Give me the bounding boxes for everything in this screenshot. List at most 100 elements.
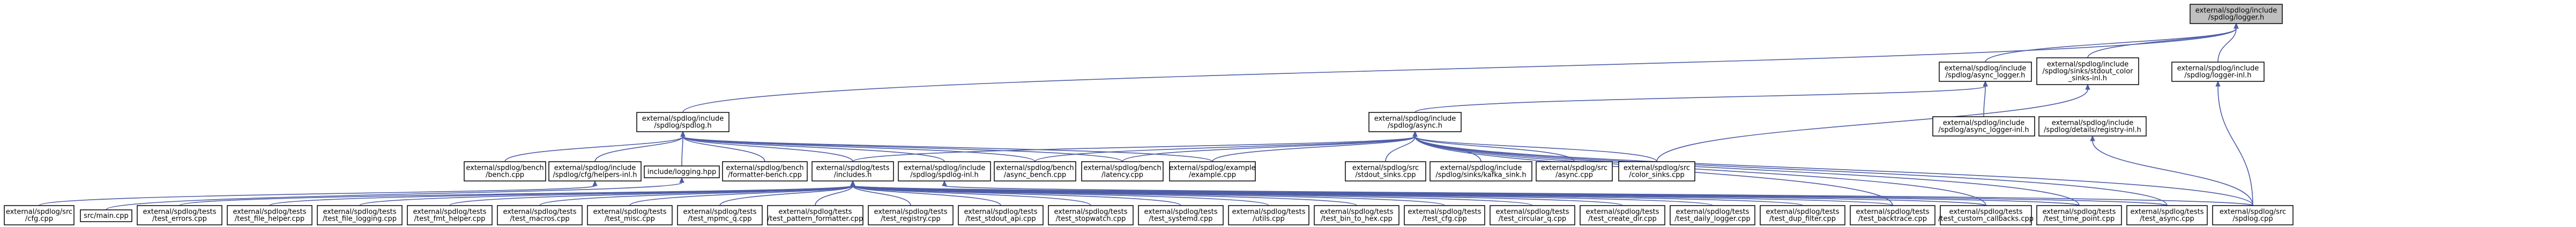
node-logging-hpp[interactable]: include/logging.hpp <box>644 165 720 178</box>
edge-async_logger_h-to-logger_h <box>1985 22 2239 63</box>
edge-async_h-to-async_logger_h <box>1414 80 1988 113</box>
edge-spdlog_cpp-to-async_h <box>1412 131 2253 206</box>
node-test-pattern-formatter[interactable]: external/spdlog/tests/test_pattern_forma… <box>767 205 863 225</box>
node-label-line: external/spdlog/include <box>1943 119 2024 127</box>
node-label-line: /test_custom_callbacks.cpp <box>1938 215 2034 223</box>
node-label-line: external/spdlog/tests <box>1144 208 1217 216</box>
node-test-circular-q[interactable]: external/spdlog/tests/test_circular_q.cp… <box>1490 205 1575 225</box>
node-label-line: external/spdlog/tests <box>1676 208 1749 216</box>
node-label-line: /test_async.cpp <box>2140 215 2194 223</box>
node-test-cfg[interactable]: external/spdlog/tests/test_cfg.cpp <box>1404 205 1485 225</box>
node-fmt-helpers-h[interactable]: external/spdlog/include/spdlog/cfg/helpe… <box>548 161 642 181</box>
node-label-line: external/spdlog/include <box>2052 119 2133 127</box>
node-label-line: /test_misc.cpp <box>605 215 655 223</box>
node-label-line: external/spdlog/include <box>2195 7 2277 15</box>
node-bench-cpp[interactable]: external/spdlog/bench/bench.cpp <box>464 161 546 181</box>
node-label-line: external/spdlog/tests <box>683 208 756 216</box>
node-test-mpmc-q[interactable]: external/spdlog/tests/test_mpmc_q.cpp <box>677 205 763 225</box>
node-registry-inl-h[interactable]: external/spdlog/include/spdlog/details/r… <box>2038 116 2147 137</box>
node-label-line: /test_registry.cpp <box>881 215 941 223</box>
node-async-cpp[interactable]: external/spdlog/src/async.cpp <box>1536 161 1613 181</box>
node-label-line: /test_create_dir.cpp <box>1588 215 1656 223</box>
edge-bench_cpp-to-spdlog_h <box>504 131 686 162</box>
node-label-line: external/spdlog/tests <box>778 208 852 216</box>
node-async-logger-inl-h[interactable]: external/spdlog/include/spdlog/async_log… <box>1932 116 2035 137</box>
node-label-line: /spdlog/logger.h <box>2208 14 2264 22</box>
node-label-line: external/spdlog/tests <box>413 208 486 216</box>
node-label-line: /spdlog/spdlog.h <box>654 122 711 130</box>
edge-test_async-to-includes_h <box>850 180 2168 206</box>
node-stdout-sinks-cpp[interactable]: external/spdlog/src/stdout_sinks.cpp <box>1345 161 1426 181</box>
node-label-line: external/spdlog/tests <box>323 208 396 216</box>
node-label-line: /spdlog/details/registry-inl.h <box>2044 126 2141 134</box>
node-label-line: /spdlog/async_logger-inl.h <box>1938 126 2029 134</box>
node-spdlog-h[interactable]: external/spdlog/include/spdlog/spdlog.h <box>636 112 729 132</box>
node-example-cpp[interactable]: external/spdlog/example/example.cpp <box>1169 161 1256 181</box>
node-test-stdout-api[interactable]: external/spdlog/tests/test_stdout_api.cp… <box>958 205 1044 225</box>
edge-stdout_sinks_cpp-to-async_h <box>1385 131 1418 162</box>
node-test-fmt-helper[interactable]: external/spdlog/tests/test_fmt_helper.cp… <box>407 205 493 225</box>
node-label-line: /spdlog/cfg/helpers-inl.h <box>553 171 637 179</box>
node-label-line: /test_fmt_helper.cpp <box>414 215 486 223</box>
node-test-macros[interactable]: external/spdlog/tests/test_macros.cpp <box>497 205 583 225</box>
node-label-line: external/spdlog/tests <box>143 208 216 216</box>
node-test-async[interactable]: external/spdlog/tests/test_async.cpp <box>2126 205 2208 225</box>
edge-color_sinks_cpp-to-stdout_color_sinks_h <box>1656 84 2090 162</box>
node-async-h[interactable]: external/spdlog/include/spdlog/async.h <box>1368 112 1462 132</box>
node-label-line: /test_file_logging.cpp <box>323 215 397 223</box>
edge-async_bench-to-spdlog_h <box>680 131 1036 162</box>
node-label-line: /bench.cpp <box>486 171 524 179</box>
node-test-file-logging[interactable]: external/spdlog/tests/test_file_logging.… <box>317 205 403 225</box>
node-cfg-cpp[interactable]: external/spdlog/src/cfg.cpp <box>4 205 75 225</box>
node-utils-cpp[interactable]: external/spdlog/tests/utils.cpp <box>1228 205 1309 225</box>
node-stdout-color-sinks-h[interactable]: external/spdlog/include/spdlog/sinks/std… <box>2036 57 2139 85</box>
node-label-line: /test_file_helper.cpp <box>235 215 304 223</box>
node-test-stopwatch[interactable]: external/spdlog/tests/test_stopwatch.cpp <box>1048 205 1134 225</box>
node-logger-inl-h[interactable]: external/spdlog/include/spdlog/logger-in… <box>2171 62 2265 82</box>
edge-cfg_cpp-to-fmt_helpers_h <box>39 180 598 206</box>
node-label-line: /spdlog/sinks/stdout_color <box>2042 67 2133 75</box>
node-test-systemd[interactable]: external/spdlog/tests/test_systemd.cpp <box>1138 205 1224 225</box>
node-label-line: external/spdlog/src <box>2220 208 2286 216</box>
node-test-daily-logger[interactable]: external/spdlog/tests/test_daily_logger.… <box>1670 205 1755 225</box>
node-test-registry[interactable]: external/spdlog/tests/test_registry.cpp <box>868 205 954 225</box>
node-main-cpp[interactable]: src/main.cpp <box>80 209 132 222</box>
node-test-bin-to-hex[interactable]: external/spdlog/tests/test_bin_to_hex.cp… <box>1314 205 1399 225</box>
edge-stdout_color_sinks_h-to-logger_h <box>2087 22 2239 58</box>
node-label-line: external/spdlog/include <box>2177 65 2259 73</box>
node-label-line: external/spdlog/bench <box>996 164 1074 172</box>
node-test-custom-callbacks[interactable]: external/spdlog/tests/test_custom_callba… <box>1938 205 2034 225</box>
node-label-line: /stdout_sinks.cpp <box>1355 171 1416 179</box>
node-test-time-point[interactable]: external/spdlog/tests/test_time_point.cp… <box>2036 205 2122 225</box>
node-label-line: _sinks-inl.h <box>2068 74 2107 82</box>
node-test-backtrace[interactable]: external/spdlog/tests/test_backtrace.cpp <box>1850 205 1935 225</box>
node-test-misc[interactable]: external/spdlog/tests/test_misc.cpp <box>587 205 673 225</box>
node-label-line: external/spdlog/tests <box>1495 208 1569 216</box>
node-formatter-bench[interactable]: external/spdlog/bench/formatter-bench.cp… <box>722 161 808 181</box>
node-label-line: src/main.cpp <box>84 212 129 220</box>
node-label-line: external/spdlog/tests <box>1949 208 2022 216</box>
node-test-create-dir[interactable]: external/spdlog/tests/test_create_dir.cp… <box>1580 205 1665 225</box>
node-spdlog-inl-h[interactable]: external/spdlog/include/spdlog/spdlog-in… <box>898 161 991 181</box>
node-test-file-helper[interactable]: external/spdlog/tests/test_file_helper.c… <box>227 205 312 225</box>
node-test-errors[interactable]: external/spdlog/tests/test_errors.cpp <box>137 205 222 225</box>
edge-test_mpmc_q-to-includes_h <box>719 180 855 206</box>
node-label-line: /test_daily_logger.cpp <box>1674 215 1750 223</box>
node-label-line: /example.cpp <box>1189 171 1236 179</box>
node-label-line: external/spdlog/bench <box>466 164 544 172</box>
node-label-line: external/spdlog/src <box>1352 164 1419 172</box>
node-async-logger-h[interactable]: external/spdlog/include/spdlog/async_log… <box>1939 62 2032 82</box>
node-async-bench[interactable]: external/spdlog/bench/async_bench.cpp <box>994 161 1076 181</box>
node-label-line: /cfg.cpp <box>25 215 53 223</box>
node-color-sinks-cpp[interactable]: external/spdlog/src/color_sinks.cpp <box>1618 161 1695 181</box>
edge-async_bench-to-async_h <box>1034 131 1418 162</box>
node-kafka-sink-h[interactable]: external/spdlog/include/spdlog/sinks/kaf… <box>1430 161 1532 181</box>
node-test-dup-filter[interactable]: external/spdlog/tests/test_dup_filter.cp… <box>1760 205 1845 225</box>
node-logger-h[interactable]: external/spdlog/include/spdlog/logger.h <box>2190 4 2283 24</box>
node-label-line: /test_pattern_formatter.cpp <box>768 215 863 223</box>
node-label-line: include/logging.hpp <box>647 168 717 176</box>
node-spdlog-cpp[interactable]: external/spdlog/src/spdlog.cpp <box>2212 205 2294 225</box>
node-latency-cpp[interactable]: external/spdlog/bench/latency.cpp <box>1081 161 1164 181</box>
node-includes-h[interactable]: external/spdlog/tests/includes.h <box>811 161 894 181</box>
